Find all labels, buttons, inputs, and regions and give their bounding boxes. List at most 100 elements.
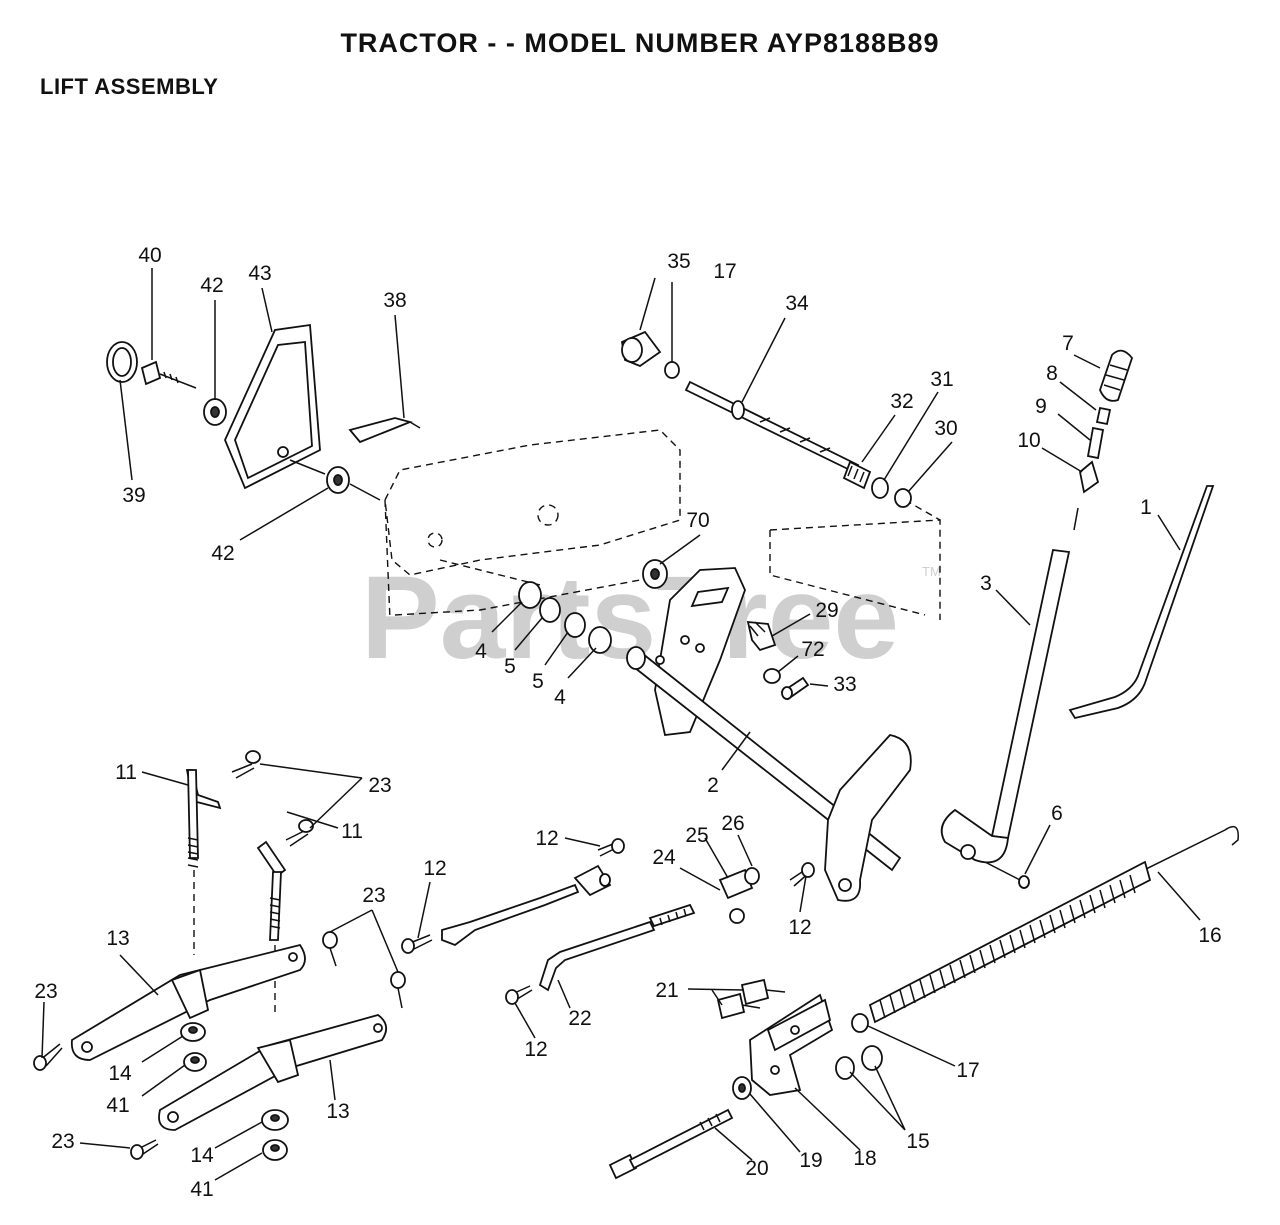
- spacer-32: [842, 460, 872, 490]
- callout-7: 7: [1062, 332, 1074, 355]
- callout-17: 17: [956, 1059, 979, 1082]
- cotter-pins-23: [33, 750, 406, 1160]
- callout-19: 19: [799, 1149, 822, 1172]
- plate-43: [224, 323, 321, 490]
- callout-42: 42: [200, 274, 223, 297]
- lift-arm-right: [824, 734, 912, 902]
- washer-70: [642, 559, 668, 589]
- pointer-38: [348, 417, 421, 444]
- callout-23: 23: [51, 1130, 74, 1153]
- page-title: TRACTOR - - MODEL NUMBER AYP8188B89: [340, 28, 940, 58]
- bolt-29: [746, 620, 777, 652]
- nut-30: [894, 488, 912, 508]
- callout-5: 5: [532, 670, 544, 693]
- bolts-21: [716, 978, 786, 1020]
- callout-33: 33: [833, 673, 856, 696]
- callout-32: 32: [890, 390, 913, 413]
- bolt-40: [140, 360, 197, 389]
- callout-6: 6: [1051, 802, 1063, 825]
- callout-31: 31: [930, 368, 953, 391]
- callout-42: 42: [211, 542, 234, 565]
- callout-72: 72: [801, 638, 824, 661]
- callout-14: 14: [108, 1062, 132, 1085]
- callout-23: 23: [362, 884, 385, 907]
- callout-13: 13: [106, 927, 129, 950]
- callout-24: 24: [652, 846, 676, 869]
- clip-33: [780, 676, 810, 701]
- callout-12: 12: [524, 1038, 547, 1061]
- lever-tube-3: [940, 549, 1071, 864]
- washer-17b: [851, 1013, 869, 1033]
- link-rod-22: [538, 903, 696, 992]
- callout-12: 12: [788, 916, 811, 939]
- callout-41: 41: [106, 1094, 129, 1117]
- leader-lines: [41, 268, 1201, 1181]
- knob-35: [620, 330, 662, 368]
- watermark-trademark: TM: [922, 564, 941, 579]
- bushings-14-41: [180, 1022, 289, 1161]
- callout-10: 10: [1017, 429, 1040, 452]
- callout-39: 39: [122, 484, 145, 507]
- callout-12: 12: [535, 827, 558, 850]
- callout-21: 21: [655, 979, 678, 1002]
- rod-11b: [256, 840, 287, 1015]
- callout-16: 16: [1198, 924, 1221, 947]
- clips-12: [401, 838, 815, 1005]
- callout-12: 12: [423, 857, 446, 880]
- callout-70: 70: [686, 509, 709, 532]
- callout-4: 4: [554, 686, 566, 709]
- lift-link-13b: [158, 1014, 388, 1131]
- callout-38: 38: [383, 289, 406, 312]
- callout-15: 15: [906, 1130, 929, 1153]
- callout-14: 14: [190, 1144, 214, 1167]
- callout-labels: 40 42 43 38 39 42 35 17 34 32 31 30 7 8 …: [34, 244, 1221, 1201]
- washer-42a: [203, 398, 227, 426]
- callout-29: 29: [815, 599, 838, 622]
- callout-3: 3: [980, 572, 992, 595]
- grip-7: [1099, 349, 1134, 402]
- rod-11a: [185, 769, 222, 955]
- spring-16: [868, 825, 1239, 1024]
- callout-11: 11: [341, 820, 363, 843]
- pin-9: [1086, 426, 1105, 460]
- callout-41: 41: [190, 1178, 213, 1201]
- bushing-8: [1095, 406, 1112, 426]
- washer-17a: [664, 361, 680, 379]
- callout-26: 26: [721, 812, 744, 835]
- callout-34: 34: [785, 292, 809, 315]
- shaft-34: [684, 380, 860, 474]
- nut-72: [763, 668, 781, 684]
- callout-11: 11: [115, 761, 137, 784]
- callout-8: 8: [1046, 362, 1058, 385]
- callout-1: 1: [1140, 496, 1152, 519]
- callout-40: 40: [138, 244, 161, 267]
- callout-23: 23: [34, 980, 57, 1003]
- section-title: LIFT ASSEMBLY: [40, 74, 219, 99]
- callout-17: 17: [713, 260, 736, 283]
- bolt-20: [608, 1108, 734, 1180]
- link-rod-upper: [441, 864, 612, 947]
- bracket-18: [749, 993, 834, 1096]
- knob-39: [106, 341, 138, 383]
- callout-4: 4: [475, 640, 487, 663]
- lift-link-13a: [70, 943, 306, 1061]
- washer-31: [871, 477, 889, 499]
- callout-20: 20: [745, 1157, 768, 1180]
- callout-30: 30: [934, 417, 957, 440]
- callout-18: 18: [853, 1147, 876, 1170]
- rod-1: [1068, 485, 1215, 720]
- pin-6: [984, 861, 1030, 889]
- callout-23: 23: [368, 774, 391, 797]
- callout-25: 25: [685, 824, 708, 847]
- washer-19: [732, 1076, 752, 1100]
- washer-42b: [289, 459, 381, 501]
- callout-13: 13: [326, 1100, 349, 1123]
- callout-2: 2: [707, 774, 719, 797]
- button-10: [1073, 460, 1100, 531]
- callout-5: 5: [504, 655, 516, 678]
- bearings-4-5: [518, 581, 612, 654]
- callout-9: 9: [1035, 395, 1047, 418]
- callout-22: 22: [568, 1007, 591, 1030]
- bushings-15: [835, 1045, 883, 1080]
